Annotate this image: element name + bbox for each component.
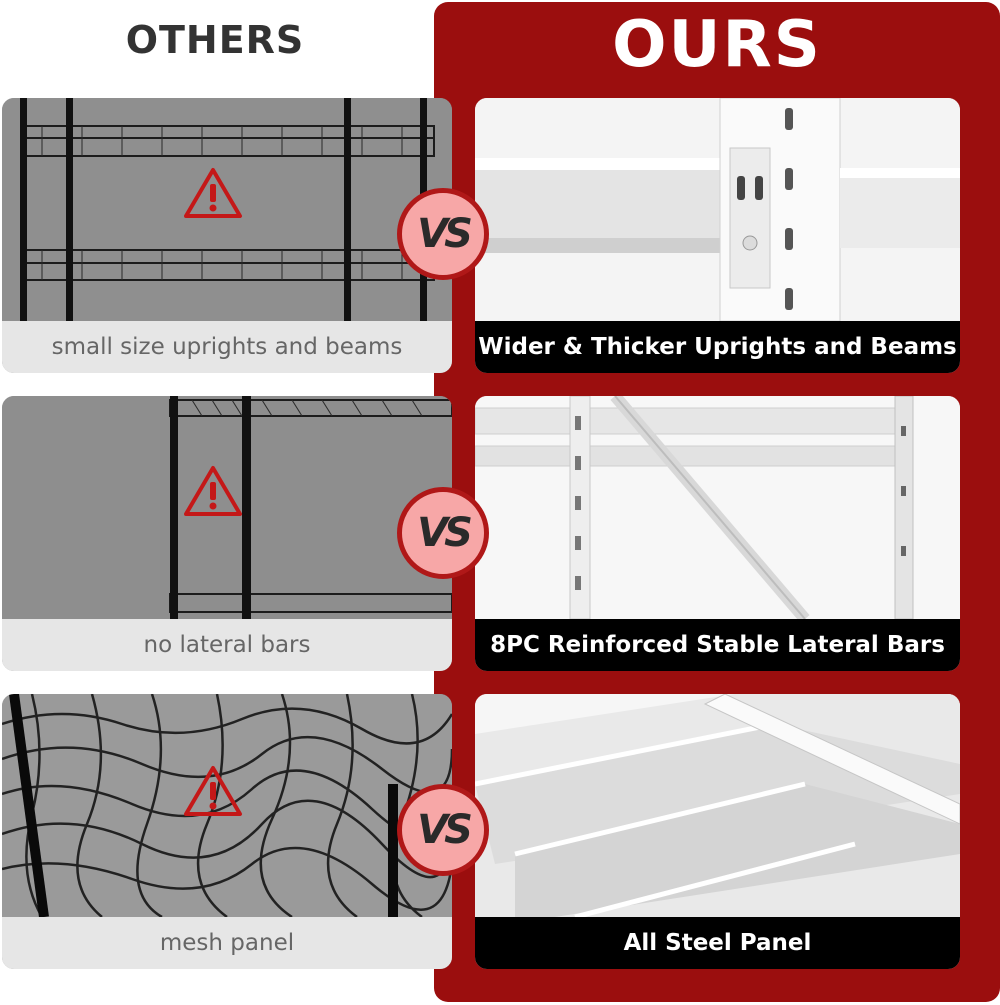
ours-caption-panel: All Steel Panel xyxy=(475,917,960,969)
others-card-lateral: no lateral bars xyxy=(2,396,452,671)
ours-card-lateral: 8PC Reinforced Stable Lateral Bars xyxy=(475,396,960,671)
others-caption-uprights: small size uprights and beams xyxy=(2,321,452,373)
warning-triangle-icon xyxy=(184,766,242,816)
ours-caption-lateral: 8PC Reinforced Stable Lateral Bars xyxy=(475,619,960,671)
wire-shelf-photo xyxy=(2,98,452,321)
warning-triangle-icon xyxy=(184,466,242,516)
mesh-panel-photo xyxy=(2,694,452,917)
vs-badge-1: VS xyxy=(397,188,489,280)
others-card-uprights: small size uprights and beams xyxy=(2,98,452,373)
steel-upright-photo xyxy=(475,98,960,321)
others-caption-panel: mesh panel xyxy=(2,917,452,969)
ours-card-uprights: Wider & Thicker Uprights and Beams xyxy=(475,98,960,373)
steel-panel-photo xyxy=(475,694,960,917)
vs-badge-2: VS xyxy=(397,487,489,579)
others-card-panel: mesh panel xyxy=(2,694,452,969)
others-caption-lateral: no lateral bars xyxy=(2,619,452,671)
warning-triangle-icon xyxy=(184,168,242,218)
wire-shelf-no-bars-photo xyxy=(2,396,452,619)
ours-card-panel: All Steel Panel xyxy=(475,694,960,969)
ours-title: OURS xyxy=(612,8,822,82)
ours-caption-uprights: Wider & Thicker Uprights and Beams xyxy=(475,321,960,373)
steel-lateral-bars-photo xyxy=(475,396,960,619)
others-title: OTHERS xyxy=(125,18,305,62)
vs-badge-3: VS xyxy=(397,784,489,876)
